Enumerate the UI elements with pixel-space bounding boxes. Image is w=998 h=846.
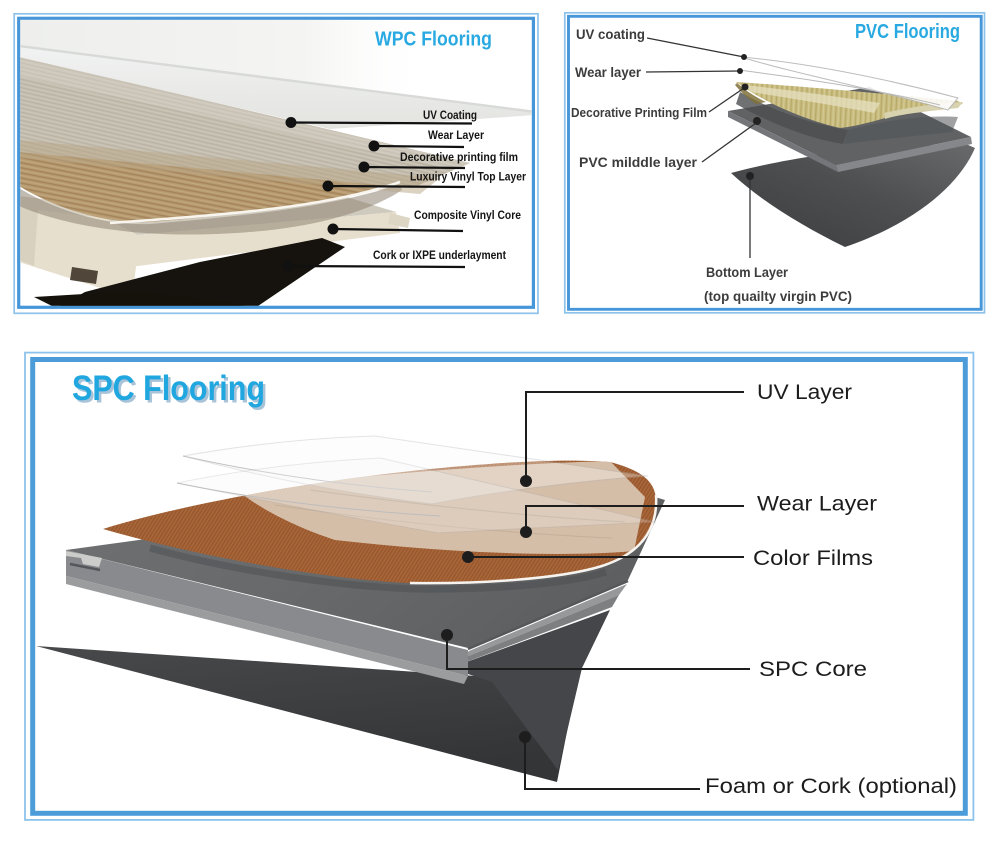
- svg-text:Wear layer: Wear layer: [575, 65, 642, 80]
- svg-text:Decorative Printing Film: Decorative Printing Film: [571, 105, 707, 120]
- svg-text:UV coating: UV coating: [576, 27, 645, 42]
- svg-text:(top quailty virgin PVC): (top quailty virgin PVC): [704, 289, 852, 304]
- svg-text:SPC Flooring: SPC Flooring: [75, 372, 268, 411]
- svg-text:SPC Flooring: SPC Flooring: [72, 369, 265, 408]
- svg-text:UV Layer: UV Layer: [757, 381, 852, 404]
- svg-text:Wear Layer: Wear Layer: [757, 493, 877, 516]
- svg-text:Composite Vinyl Core: Composite Vinyl Core: [414, 208, 521, 222]
- svg-text:Wear Layer: Wear Layer: [428, 128, 484, 142]
- svg-text:Luxuiry Vinyl Top Layer: Luxuiry Vinyl Top Layer: [410, 170, 526, 184]
- svg-text:UV Coating: UV Coating: [423, 108, 477, 122]
- svg-text:PVC milddle layer: PVC milddle layer: [579, 154, 698, 170]
- svg-text:Decorative printing film: Decorative printing film: [400, 150, 518, 164]
- svg-text:Color Films: Color Films: [753, 547, 873, 570]
- svg-text:WPC Flooring: WPC Flooring: [375, 29, 492, 51]
- svg-text:PVC Flooring: PVC Flooring: [855, 20, 960, 43]
- svg-text:Bottom Layer: Bottom Layer: [706, 265, 789, 280]
- svg-text:Cork or IXPE underlayment: Cork or IXPE underlayment: [373, 248, 506, 262]
- svg-text:SPC Core: SPC Core: [759, 658, 867, 681]
- svg-text:Foam or Cork (optional): Foam or Cork (optional): [705, 775, 957, 798]
